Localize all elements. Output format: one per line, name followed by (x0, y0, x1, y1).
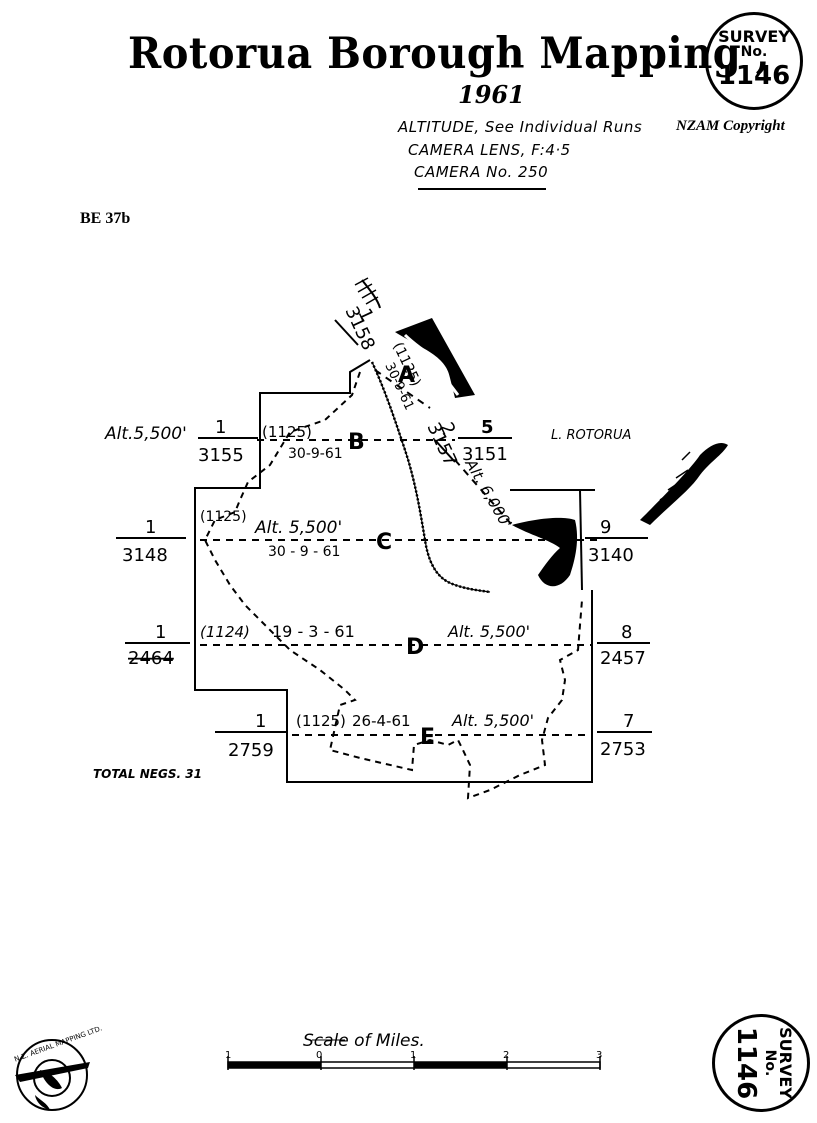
run-c-start-print: 3148 (122, 545, 168, 566)
run-d-end-print: 2457 (600, 648, 646, 669)
run-d-date: 19 - 3 - 61 (272, 622, 355, 641)
block-boundary-main (194, 435, 593, 783)
stamp-bottom-number: 1146 (731, 1026, 761, 1100)
run-d-start-negative: 1 (155, 622, 166, 643)
lake-shoreline (354, 277, 728, 587)
run-b-letter: B (348, 430, 365, 455)
altitude-note: ALTITUDE, See Individual Runs (398, 118, 643, 136)
borough-boundary (203, 371, 583, 800)
run-d-lens: (1124) (200, 623, 250, 641)
camera-lens-note: CAMERA LENS, F:4·5 (408, 141, 571, 159)
aerial-mapping-logo: N.Z. AERIAL MAPPING LTD. (13, 1024, 103, 1111)
run-e-end-print: 2753 (600, 739, 646, 760)
stamp-bottom-survey: SURVEY (776, 1027, 795, 1099)
run-a-altitude: Alt. 6,000' (461, 455, 516, 531)
run-e-start-negative: 1 (255, 711, 266, 732)
run-b-date: 30-9-61 (288, 446, 343, 462)
run-d-start-print: 2464 (128, 648, 174, 669)
stamp-top-no: No. (740, 44, 768, 60)
run-c-end-negative: 9 (600, 517, 611, 538)
run-a-end-rule (434, 439, 456, 463)
lake-rotorua-label: L. ROTORUA (551, 428, 631, 443)
run-c-end-print: 3140 (588, 545, 634, 566)
map-year: 1961 (458, 80, 525, 109)
run-b-start-print: 3155 (198, 445, 244, 466)
run-e-start-print: 2759 (228, 740, 274, 761)
flight-line-a-extension (454, 459, 513, 526)
stamp-top-number: 1146 (717, 61, 791, 91)
block-boundary (259, 359, 371, 435)
run-c-lens: (1125) (200, 509, 247, 525)
survey-stamp-bottom: SURVEY No. 1146 (712, 1014, 810, 1112)
run-b-end-negative: 5 (481, 417, 494, 438)
run-c-altitude: Alt. 5,500' (254, 518, 342, 538)
run-c-date: 30 - 9 - 61 (268, 544, 340, 560)
scale-tick-label: 3 (596, 1050, 602, 1061)
scale-title: Scale of Miles. (303, 1031, 425, 1051)
scale-tick-label: 1 (410, 1050, 416, 1061)
run-e-end-negative: 7 (623, 711, 634, 732)
run-e-letter: E (420, 725, 435, 750)
flight-line-a (374, 369, 431, 409)
run-a-letter: A (398, 363, 415, 388)
stamp-top-survey: SURVEY (718, 27, 790, 46)
scale-tick-label: 1 (225, 1050, 231, 1061)
run-c-letter: C (376, 530, 392, 555)
scale-tick-label: 0 (316, 1050, 322, 1061)
total-negatives-label: TOTAL NEGS. 31 (93, 767, 202, 781)
survey-stamp-top: SURVEY No. 1146 (705, 12, 803, 110)
run-d-letter: D (406, 635, 424, 660)
run-a-start-rule (334, 319, 359, 346)
run-b-start-negative: 1 (215, 417, 226, 438)
sheet-reference: BE 37b (80, 210, 131, 227)
run-b-end-print: 3151 (462, 444, 508, 465)
map-title: Rotorua Borough Mapping , (128, 28, 771, 79)
run-b-altitude: Alt.5,500' (104, 424, 187, 444)
run-e-date: 26-4-61 (352, 712, 411, 730)
run-e-altitude: Alt. 5,500' (451, 711, 534, 730)
stamp-bottom-no: No. (762, 1049, 778, 1077)
run-d-altitude: Alt. 5,500' (447, 622, 530, 641)
copyright-label: NZAM Copyright (676, 118, 785, 134)
run-d-end-negative: 8 (621, 622, 632, 643)
scale-tick-label: 2 (503, 1050, 509, 1061)
camera-number-note: CAMERA No. 250 (414, 163, 549, 181)
run-c-start-negative: 1 (145, 517, 156, 538)
scale-bar (227, 1056, 601, 1070)
run-e-lens: (1125) (296, 712, 346, 730)
run-b-lens: (1125) (262, 423, 312, 441)
header-underline (418, 188, 546, 190)
